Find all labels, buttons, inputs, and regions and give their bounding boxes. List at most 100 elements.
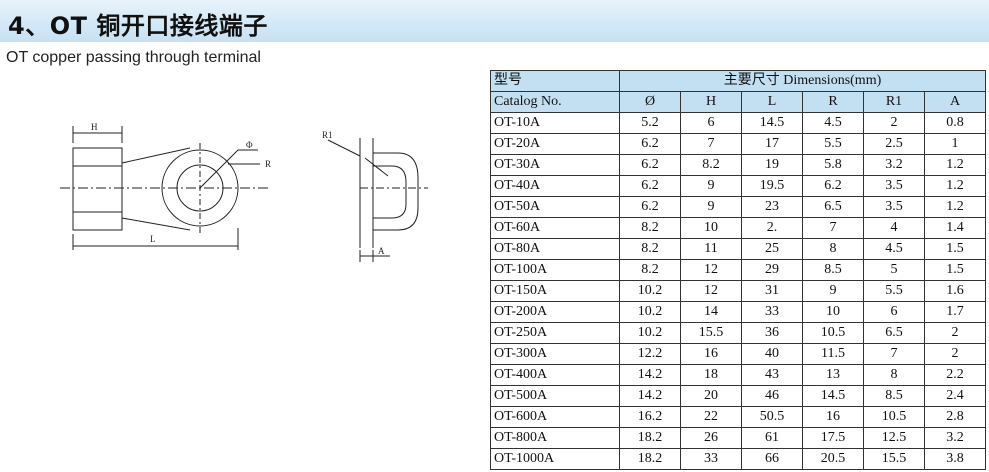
- dimension-cell: 1.2: [924, 154, 986, 176]
- dimension-cell: 1.7: [924, 301, 986, 323]
- dimension-cell: 8.2: [619, 217, 681, 239]
- dimension-cell: 14.2: [619, 385, 681, 407]
- dimension-cell: 11: [680, 238, 742, 260]
- dimension-cell: 1.5: [924, 259, 986, 281]
- dimension-cell: 8.2: [680, 154, 742, 176]
- dimension-cell: 5.2: [619, 112, 681, 134]
- dimension-cell: 8.2: [619, 259, 681, 281]
- dimension-cell: 20.5: [802, 448, 864, 470]
- lug-top-edge: [121, 147, 191, 164]
- dimensions-group-header: 主要尺寸 Dimensions(mm): [619, 70, 986, 92]
- dimension-cell: 61: [741, 427, 803, 449]
- dimension-cell: 5.5: [802, 133, 864, 155]
- dimension-cell: 9: [680, 196, 742, 218]
- dimension-cell: 1.4: [924, 217, 986, 239]
- dimension-cell: 14.5: [741, 112, 803, 134]
- dimension-cell: 2.2: [924, 364, 986, 386]
- catalog-cell: OT-40A: [490, 175, 620, 197]
- dimension-cell: 8: [863, 364, 925, 386]
- dimension-cell: 3.2: [924, 427, 986, 449]
- dimension-cell: 8.5: [863, 385, 925, 407]
- label-r1: R1: [322, 130, 333, 140]
- catalog-cell: OT-20A: [490, 133, 620, 155]
- dimensions-table: 型号 主要尺寸 Dimensions(mm) Catalog No. Ø H L…: [490, 70, 986, 470]
- dimension-cell: 1.6: [924, 280, 986, 302]
- dimension-cell: 5: [863, 259, 925, 281]
- dimension-cell: 25: [741, 238, 803, 260]
- dimension-cell: 2: [924, 343, 986, 365]
- catalog-cell: OT-250A: [490, 322, 620, 344]
- dimension-cell: 18.2: [619, 427, 681, 449]
- catalog-cell: OT-200A: [490, 301, 620, 323]
- dimension-cell: 12: [680, 280, 742, 302]
- dimension-cell: 0.8: [924, 112, 986, 134]
- dimension-cell: 2: [863, 112, 925, 134]
- dimension-cell: 14: [680, 301, 742, 323]
- page-subtitle: OT copper passing through terminal: [6, 49, 261, 66]
- r1-leader: [327, 139, 389, 177]
- dimension-cell: 1.2: [924, 196, 986, 218]
- dimension-cell: 9: [680, 175, 742, 197]
- dimension-cell: 11.5: [802, 343, 864, 365]
- column-header-h: H: [680, 91, 742, 113]
- dimension-cell: 2.: [741, 217, 803, 239]
- side-bend-inner: [373, 165, 407, 219]
- dimension-cell: 19: [741, 154, 803, 176]
- dimension-cell: 36: [741, 322, 803, 344]
- dimension-cell: 12.5: [863, 427, 925, 449]
- dimension-cell: 10.2: [619, 301, 681, 323]
- catalog-cell: OT-60A: [490, 217, 620, 239]
- dimension-cell: 17.5: [802, 427, 864, 449]
- dimension-cell: 20: [680, 385, 742, 407]
- dimension-cell: 2.4: [924, 385, 986, 407]
- dimension-cell: 18.2: [619, 448, 681, 470]
- catalog-cell: OT-80A: [490, 238, 620, 260]
- dimension-cell: 1.5: [924, 238, 986, 260]
- dimension-cell: 7: [802, 217, 864, 239]
- dimension-cell: 4: [863, 217, 925, 239]
- page-title: 4、OT 铜开口接线端子: [8, 12, 268, 40]
- dimension-cell: 6.2: [619, 175, 681, 197]
- dimension-cell: 8: [802, 238, 864, 260]
- dimension-cell: 10.2: [619, 322, 681, 344]
- model-header: 型号: [490, 70, 620, 92]
- catalog-cell: OT-10A: [490, 112, 620, 134]
- dimension-cell: 26: [680, 427, 742, 449]
- dimension-cell: 10: [680, 217, 742, 239]
- catalog-cell: OT-30A: [490, 154, 620, 176]
- title-bar: 4、OT 铜开口接线端子: [0, 0, 989, 42]
- column-header-a: A: [924, 91, 986, 113]
- label-h: H: [91, 122, 98, 132]
- catalog-cell: OT-100A: [490, 259, 620, 281]
- dimension-cell: 19.5: [741, 175, 803, 197]
- dimension-cell: 6.2: [802, 175, 864, 197]
- terminal-drawing-svg: H L Φ R R1 A: [60, 122, 428, 262]
- dim-h: [72, 126, 123, 143]
- side-bend-outer: [373, 152, 419, 231]
- label-l: L: [150, 234, 156, 244]
- dimension-cell: 66: [741, 448, 803, 470]
- dimension-cell: 6: [680, 112, 742, 134]
- dimension-cell: 4.5: [802, 112, 864, 134]
- dim-a: [359, 250, 390, 262]
- label-phi: Φ: [246, 140, 253, 150]
- column-header-l: L: [741, 91, 803, 113]
- dimension-cell: 18: [680, 364, 742, 386]
- barrel-inner-lines: [73, 165, 122, 213]
- dimension-cell: 1: [924, 133, 986, 155]
- terminal-drawing: H L Φ R R1 A: [60, 118, 450, 288]
- barrel-outline: [72, 147, 123, 231]
- dimension-cell: 40: [741, 343, 803, 365]
- column-header-r1: R1: [863, 91, 925, 113]
